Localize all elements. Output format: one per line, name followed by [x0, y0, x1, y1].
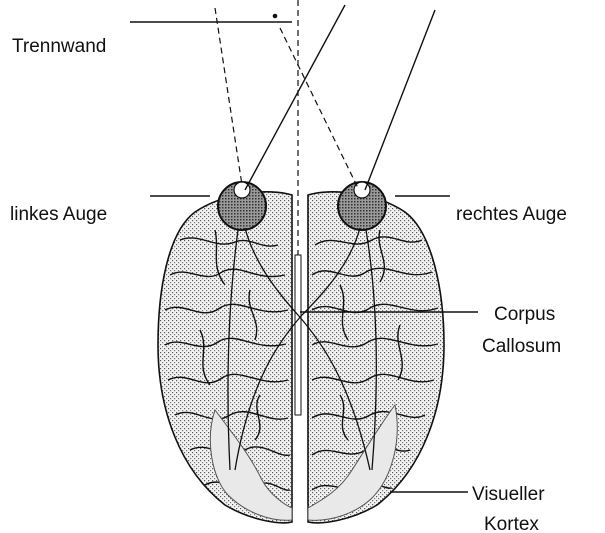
- label-left-eye: linkes Auge: [10, 204, 107, 225]
- label-visual-cortex-line1: Visueller: [472, 484, 545, 505]
- label-corpus-callosum-line1: Corpus: [494, 304, 555, 325]
- left-eye: [218, 182, 266, 230]
- right-eye: [338, 182, 386, 230]
- label-right-eye: rechtes Auge: [456, 204, 567, 225]
- label-visual-cortex-line2: Kortex: [484, 514, 539, 533]
- label-partition: Trennwand: [12, 36, 106, 57]
- label-corpus-callosum-line2: Callosum: [482, 336, 561, 357]
- light-rays: [215, 5, 435, 190]
